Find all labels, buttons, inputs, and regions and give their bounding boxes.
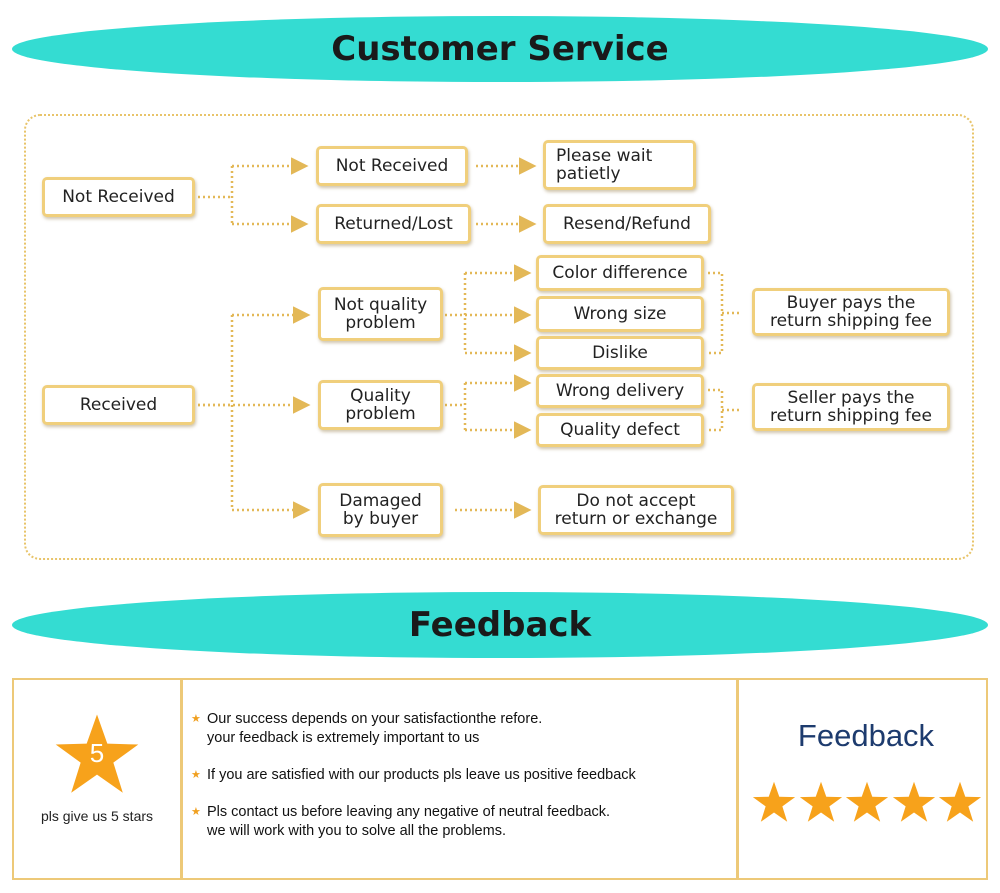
- not-received-node: Not Received: [42, 177, 195, 217]
- color-difference-node: Color difference: [536, 255, 704, 291]
- connector-quality-split: [445, 383, 467, 430]
- customer-service-banner: Customer Service: [12, 16, 988, 82]
- column-divider: [180, 680, 183, 878]
- star-icon: [799, 780, 843, 824]
- bullet-item: ★ Pls contact us before leaving any negat…: [189, 803, 749, 841]
- wrong-delivery-node: Wrong delivery: [536, 374, 704, 408]
- resend-refund-node: Resend/Refund: [543, 204, 711, 244]
- five-star-request: 5 pls give us 5 stars: [14, 680, 180, 878]
- wrong-size-node: Wrong size: [536, 296, 704, 332]
- not-received-case-node: Not Received: [316, 146, 468, 186]
- bullet-text: If you are satisfied with our products p…: [207, 767, 636, 783]
- star-badge-icon: 5: [54, 712, 140, 796]
- bullet-item: ★ If you are satisfied with our products …: [189, 766, 749, 785]
- bullet-star-icon: ★: [191, 713, 201, 725]
- buyer-pays-node: Buyer pays the return shipping fee: [752, 288, 950, 336]
- feedback-banner: Feedback: [12, 592, 988, 658]
- star-icon: [938, 780, 982, 824]
- star-icon: [845, 780, 889, 824]
- bullet-star-icon: ★: [191, 769, 201, 781]
- rating-stars: [752, 780, 982, 824]
- returned-lost-node: Returned/Lost: [316, 204, 471, 244]
- flowchart-frame: [24, 114, 974, 560]
- connector-received-split: [198, 315, 234, 510]
- feedback-heading: Feedback: [797, 718, 935, 753]
- dislike-node: Dislike: [536, 336, 704, 370]
- no-return-node: Do not accept return or exchange: [538, 485, 734, 535]
- connector-not-received-split: [198, 166, 234, 224]
- star-icon: [892, 780, 936, 824]
- column-divider: [736, 680, 739, 878]
- bullet-star-icon: ★: [191, 806, 201, 818]
- seller-pays-node: Seller pays the return shipping fee: [752, 383, 950, 431]
- feedback-panel: 5 pls give us 5 stars ★ Our success depen…: [12, 678, 988, 880]
- damaged-by-buyer-node: Damaged by buyer: [318, 483, 443, 537]
- please-wait-node: Please wait patietly: [543, 140, 696, 190]
- quality-problem-node: Quality problem: [318, 380, 443, 430]
- feedback-title: Feedback: [408, 605, 592, 645]
- connector-not-quality-split: [445, 273, 467, 353]
- star-number: 5: [89, 738, 105, 768]
- bullet-text: Our success depends on your satisfaction…: [207, 711, 543, 746]
- customer-service-title: Customer Service: [331, 29, 669, 69]
- received-node: Received: [42, 385, 195, 425]
- bullet-item: ★ Our success depends on your satisfactio…: [189, 710, 749, 748]
- feedback-rating: Feedback: [742, 680, 990, 878]
- not-quality-problem-node: Not quality problem: [318, 287, 443, 341]
- feedback-bullets: ★ Our success depends on your satisfactio…: [189, 710, 749, 859]
- connector-seller-pays-merge: [708, 388, 742, 432]
- five-stars-request-text: pls give us 5 stars: [40, 808, 154, 824]
- quality-defect-node: Quality defect: [536, 413, 704, 447]
- bullet-text: Pls contact us before leaving any negati…: [207, 804, 611, 839]
- star-icon: [752, 780, 796, 824]
- connector-buyer-pays-merge: [708, 271, 742, 355]
